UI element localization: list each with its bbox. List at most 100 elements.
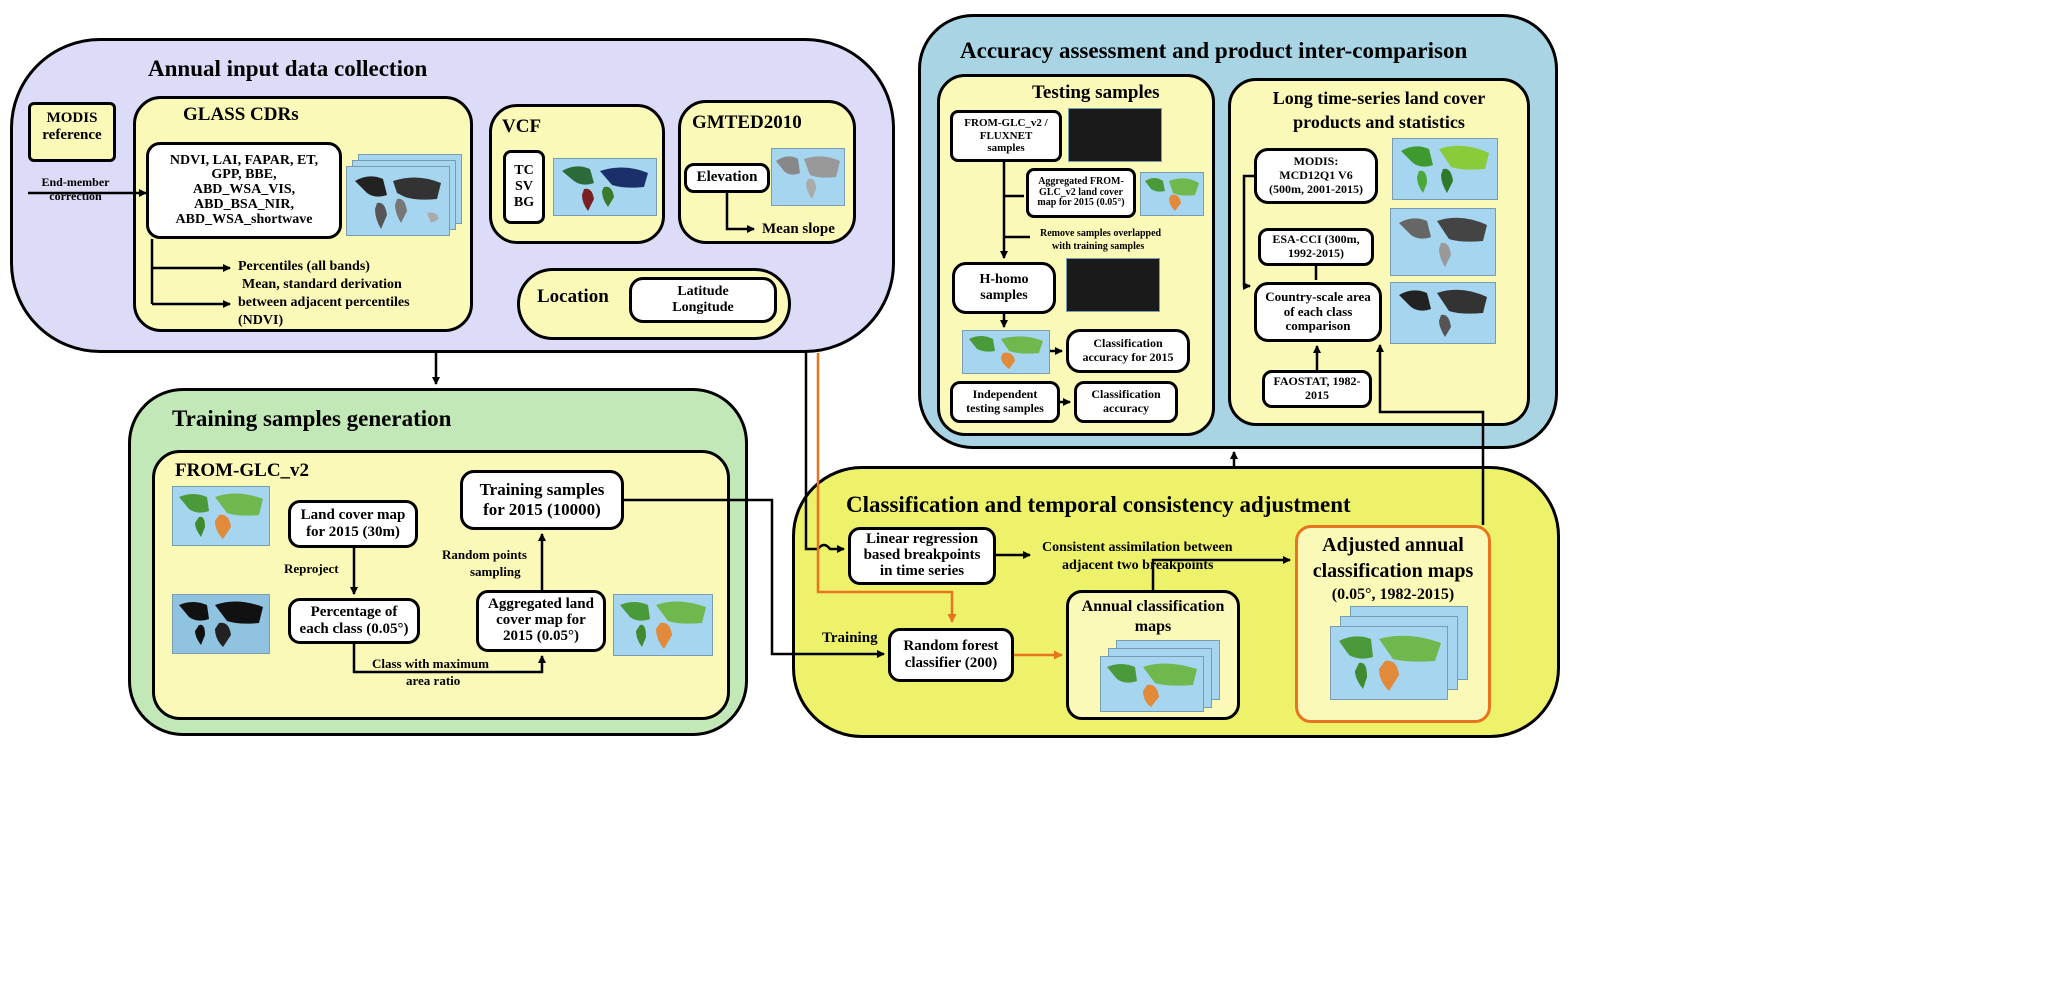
annual-maps-1: maps: [1134, 618, 1172, 635]
consistent-0: Consistent assimilation between: [1042, 540, 1233, 555]
country-0: Country-scale area: [1265, 288, 1371, 304]
landcover-0: Land cover map: [300, 506, 406, 523]
linear-regression-box: Linear regression based breakpoints in t…: [848, 527, 996, 585]
independent-0: Independent: [972, 387, 1038, 402]
fromglc-fluxnet-map: [1068, 108, 1162, 162]
country-box: Country-scale area of each class compari…: [1254, 282, 1382, 342]
vcf-map-image: [553, 158, 657, 216]
elevation-box: Elevation: [684, 163, 770, 193]
aggregated-1: cover map for: [496, 612, 586, 629]
arrow-orange-annual-rf: [816, 353, 957, 623]
location-item-0: Latitude: [677, 283, 729, 299]
modis-product-2: (500m, 2001-2015): [1269, 181, 1363, 196]
training-samples-0: Training samples: [479, 480, 605, 500]
arrow-mean-slope: [725, 193, 755, 233]
country-map: [1390, 282, 1496, 344]
esa-box: ESA-CCI (300m, 1992-2015): [1258, 228, 1374, 266]
adjusted-range: (0.05°, 1982-2015): [1331, 586, 1455, 603]
hhomo-1: samples: [980, 288, 1028, 303]
aggregated-2: 2015 (0.05°): [503, 627, 579, 644]
linear-0: Linear regression: [865, 531, 979, 548]
linear-2: in time series: [879, 562, 965, 579]
modis-product-1: MCD12Q1 V6: [1279, 168, 1353, 183]
fromglc-map-dark: [172, 594, 270, 654]
fromglc-title: FROM-GLC_v2: [175, 460, 310, 481]
aggregated-0: Aggregated land: [488, 596, 594, 613]
annual-title: Annual input data collection: [148, 56, 428, 81]
classification-title: Classification and temporal consistency …: [846, 492, 1351, 517]
faostat-0: FAOSTAT, 1982-: [1273, 374, 1361, 389]
fromglc-fluxnet-0: FROM-GLC_v2 /: [964, 117, 1048, 130]
adjusted-1: classification maps: [1312, 560, 1474, 582]
percentage-box: Percentage of each class (0.05°): [288, 598, 420, 644]
glass-var-0: NDVI, LAI, FAPAR, ET,: [169, 152, 319, 168]
class-max-0: Class with maximum: [372, 656, 490, 671]
random-points-0: Random points: [442, 547, 527, 562]
aggregated-map: [613, 594, 713, 656]
class-acc-2015-1: accuracy for 2015: [1082, 350, 1174, 364]
vcf-item-2: BG: [513, 195, 535, 211]
random-forest-box: Random forest classifier (200): [888, 628, 1014, 682]
random-forest-1: classifier (200): [904, 655, 998, 671]
independent-1: testing samples: [966, 401, 1044, 415]
testing-2015-map: [962, 330, 1050, 374]
random-points-1: sampling: [470, 564, 521, 579]
class-acc-box: Classification accuracy: [1074, 381, 1178, 423]
training-samples-box: Training samples for 2015 (10000): [460, 470, 624, 530]
aggregated-15-box: Aggregated FROM- GLC_v2 land cover map f…: [1026, 168, 1136, 218]
class-acc-2015-0: Classification: [1093, 336, 1163, 351]
training-label: Training: [822, 630, 878, 646]
training-samples-1: for 2015 (10000): [483, 500, 601, 519]
mean-slope-label: Mean slope: [762, 221, 835, 237]
landcover-box: Land cover map for 2015 (30m): [288, 500, 418, 548]
mean-label-1: between adjacent percentiles: [238, 295, 410, 310]
esa-1: 1992-2015): [1288, 246, 1344, 260]
country-2: comparison: [1285, 318, 1351, 334]
aggregated-box: Aggregated land cover map for 2015 (0.05…: [476, 590, 606, 652]
consistent-1: adjacent two breakpoints: [1062, 558, 1214, 573]
fromglc-fluxnet-1: FLUXNET: [979, 129, 1033, 142]
glass-var-4: ABD_WSA_shortwave: [175, 211, 313, 227]
fromglc-fluxnet-box: FROM-GLC_v2 / FLUXNET samples: [950, 110, 1062, 162]
vcf-items-box: TC SV BG: [503, 150, 545, 224]
aggregated-15-map: [1140, 172, 1204, 216]
testing-title: Testing samples: [1032, 82, 1160, 103]
modis-product-map: [1392, 138, 1498, 200]
arrow-adjusted-country: [1376, 344, 1485, 525]
faostat-box: FAOSTAT, 1982- 2015: [1262, 370, 1372, 408]
remove-label-0: Remove samples overlapped: [1040, 228, 1162, 239]
hhomo-0: H-homo: [979, 271, 1029, 287]
arrow-training-rf: [624, 498, 885, 658]
location-items-box: Latitude Longitude: [629, 277, 777, 323]
class-acc-1: accuracy: [1103, 401, 1149, 415]
fromglc-map-color: [172, 486, 270, 546]
class-acc-2015-box: Classification accuracy for 2015: [1066, 329, 1190, 373]
location-title: Location: [537, 286, 609, 307]
arrow-annual-linear: [804, 353, 845, 553]
modis-reference-box: [28, 102, 116, 162]
aggregated-15-2: map for 2015 (0.05°): [1037, 197, 1125, 209]
arrow-class-max: [352, 644, 546, 674]
adjusted-0: Adjusted annual: [1322, 534, 1464, 556]
glass-var-1: GPP, BBE,: [211, 167, 277, 183]
mean-label-2: (NDVI): [238, 313, 284, 328]
arrow-annual-adjusted: [1151, 556, 1291, 590]
mean-label-0: Mean, standard derivation: [242, 277, 402, 292]
faostat-1: 2015: [1305, 388, 1329, 402]
class-max-1: area ratio: [406, 673, 461, 688]
percentage-1: each class (0.05°): [299, 621, 409, 637]
gmted-map-image: [771, 148, 845, 206]
remove-label-1: with training samples: [1052, 241, 1145, 252]
longterm-title-0: Long time-series land cover: [1272, 88, 1486, 108]
glass-vars-box: NDVI, LAI, FAPAR, ET, GPP, BBE, ABD_WSA_…: [146, 142, 342, 239]
aggregated-15-1: GLC_v2 land cover: [1039, 186, 1123, 198]
longterm-title-1: products and statistics: [1293, 112, 1465, 132]
gmted-title: GMTED2010: [692, 112, 802, 133]
landcover-1: for 2015 (30m): [306, 524, 400, 540]
class-acc-0: Classification: [1091, 387, 1161, 402]
annual-maps-0: Annual classification: [1081, 598, 1225, 615]
country-1: of each class: [1283, 303, 1353, 319]
adjusted-maps-image: [1330, 626, 1448, 700]
reproject-label: Reproject: [284, 561, 339, 576]
